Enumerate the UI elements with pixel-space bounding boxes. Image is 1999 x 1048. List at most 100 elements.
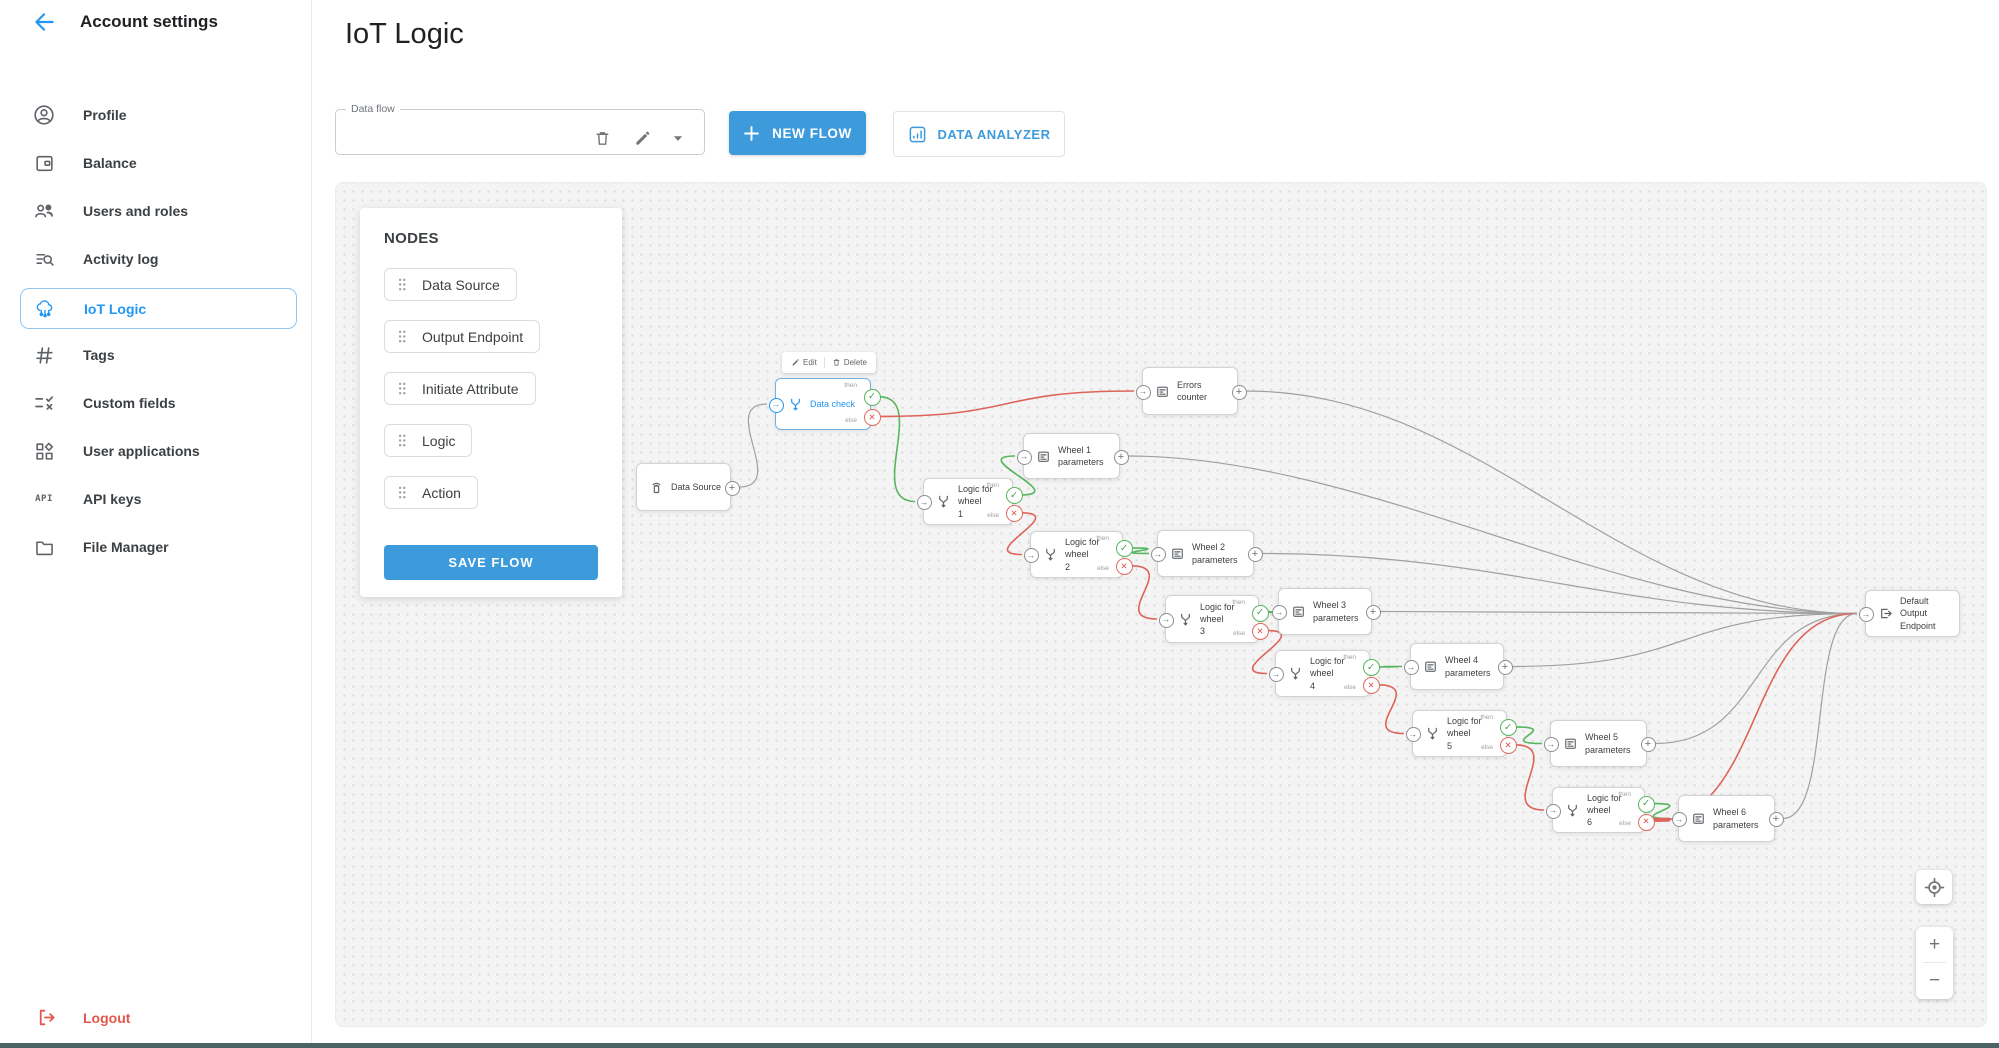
- palette-item-output-endpoint[interactable]: Output Endpoint: [384, 320, 541, 353]
- palette-item-logic[interactable]: Logic: [384, 424, 473, 457]
- zoom-in-button[interactable]: +: [1928, 933, 1941, 955]
- flow-node-label: Data check: [810, 398, 856, 409]
- fit-view-button[interactable]: [1916, 870, 1952, 904]
- in-port[interactable]: →: [1158, 612, 1174, 628]
- flow-node-wheel-3-params[interactable]: Wheel 3 parameters→+: [1271, 588, 1381, 635]
- in-port[interactable]: →: [916, 495, 932, 510]
- flow-node-errors-counter[interactable]: Errors counter→+: [1135, 367, 1247, 415]
- out-port[interactable]: +: [724, 480, 740, 496]
- flow-node-data-check[interactable]: Data check→✓then✕else: [768, 378, 881, 430]
- flow-node-logic-wheel-6[interactable]: Logic for wheel 6→✓then✕else: [1545, 787, 1655, 833]
- else-port[interactable]: ✕: [1115, 558, 1133, 576]
- in-port[interactable]: →: [1671, 812, 1687, 827]
- flow-node-wheel-4-params[interactable]: Wheel 4 parameters → +: [1403, 643, 1513, 690]
- out-port[interactable]: +: [1113, 449, 1129, 465]
- delete-flow-icon[interactable]: [590, 126, 614, 150]
- in-port[interactable]: →: [768, 397, 784, 413]
- sidebar-item-label: IoT Logic: [84, 300, 147, 317]
- else-port[interactable]: ✕: [1005, 505, 1023, 523]
- then-port[interactable]: ✓: [1251, 604, 1269, 622]
- else-port[interactable]: ✕: [1362, 677, 1380, 695]
- tag-icon: [33, 344, 55, 366]
- sidebar-item-user-applications[interactable]: User applications: [0, 427, 296, 475]
- in-port[interactable]: →: [1016, 449, 1032, 465]
- else-port[interactable]: ✕: [1637, 813, 1655, 831]
- drag-handle-icon: [397, 433, 407, 448]
- flow-node-wheel-5-params[interactable]: Wheel 5 parameters→+: [1543, 720, 1656, 767]
- palette-item-initiate-attribute[interactable]: Initiate Attribute: [384, 372, 536, 405]
- then-port[interactable]: ✓: [1362, 659, 1380, 677]
- out-port[interactable]: +: [1231, 384, 1247, 400]
- flow-node-default-output[interactable]: Default Output Endpoint→: [1858, 590, 1960, 637]
- sidebar-item-profile[interactable]: Profile: [0, 91, 296, 139]
- in-port[interactable]: →: [1023, 548, 1039, 563]
- then-port[interactable]: ✓: [1637, 796, 1655, 814]
- sidebar-item-iot-logic[interactable]: IoT Logic: [20, 288, 297, 329]
- logout-icon: [36, 1007, 58, 1029]
- in-port[interactable]: →: [1271, 605, 1287, 620]
- flow-node-wheel-6-params[interactable]: Wheel 6 parameters→+: [1671, 795, 1784, 842]
- flow-node-logic-wheel-4[interactable]: Logic for wheel 4→✓then✕else: [1268, 650, 1380, 697]
- save-flow-button[interactable]: SAVE FLOW: [384, 545, 598, 580]
- logic-node-icon: [1566, 804, 1579, 817]
- palette-item-data-source[interactable]: Data Source: [384, 268, 517, 301]
- sidebar-item-custom-fields[interactable]: Custom fields: [0, 379, 296, 427]
- dataflow-input[interactable]: [350, 127, 574, 145]
- then-port[interactable]: ✓: [1005, 487, 1023, 505]
- out-port[interactable]: +: [1247, 547, 1263, 562]
- in-port[interactable]: →: [1135, 384, 1151, 400]
- flow-node-wheel-2-params[interactable]: Wheel 2 parameters→+: [1150, 530, 1263, 577]
- out-port[interactable]: +: [1365, 605, 1381, 620]
- else-port[interactable]: ✕: [863, 408, 881, 426]
- sidebar-item-users-and-roles[interactable]: Users and roles: [0, 187, 296, 235]
- flow-node-data-source[interactable]: Data Source+: [636, 463, 740, 511]
- out-port[interactable]: +: [1768, 812, 1784, 827]
- zoom-out-button[interactable]: −: [1928, 969, 1941, 991]
- in-port[interactable]: →: [1543, 737, 1559, 752]
- flow-node-logic-wheel-3[interactable]: Logic for wheel 3→✓then✕else: [1158, 595, 1269, 643]
- sidebar-item-activity-log[interactable]: Activity log: [0, 235, 296, 283]
- then-port[interactable]: ✓: [1115, 540, 1133, 558]
- dropdown-caret-icon[interactable]: [666, 126, 690, 150]
- flow-node-logic-wheel-5[interactable]: Logic for wheel 5→✓then✕else: [1405, 710, 1517, 757]
- flow-node-label: Logic for wheel 1: [958, 484, 993, 519]
- palette-item-label: Data Source: [422, 276, 500, 293]
- flow-node-wheel-1-params[interactable]: Wheel 1 parameters → +: [1016, 433, 1129, 479]
- then-port[interactable]: ✓: [1499, 719, 1517, 737]
- trash-icon: [833, 359, 840, 366]
- in-port[interactable]: →: [1403, 660, 1419, 675]
- in-port[interactable]: →: [1858, 607, 1874, 622]
- in-port[interactable]: →: [1405, 727, 1421, 742]
- sidebar-item-tags[interactable]: Tags: [0, 331, 296, 379]
- else-port[interactable]: ✕: [1251, 623, 1269, 641]
- new-flow-button[interactable]: NEW FLOW: [729, 111, 866, 155]
- flow-node-label: Wheel 4 parameters: [1445, 655, 1491, 678]
- flow-node-logic-wheel-1[interactable]: Logic for wheel 1→✓then✕else: [916, 478, 1023, 525]
- out-port[interactable]: +: [1497, 660, 1513, 675]
- data-analyzer-button[interactable]: DATA ANALYZER: [893, 111, 1065, 157]
- sidebar-item-file-manager[interactable]: File Manager: [0, 523, 296, 571]
- else-port[interactable]: ✕: [1499, 737, 1517, 755]
- logout-button[interactable]: Logout: [0, 994, 296, 1042]
- sidebar-item-label: Tags: [83, 347, 115, 363]
- apps-icon: [33, 440, 55, 462]
- attr-node-icon: [1424, 660, 1437, 673]
- flow-node-label: Logic for wheel 5: [1447, 716, 1482, 751]
- node-edit-button[interactable]: Edit: [791, 358, 817, 367]
- sidebar-title: Account settings: [80, 12, 218, 31]
- edit-flow-icon[interactable]: [630, 126, 654, 150]
- in-port[interactable]: →: [1545, 803, 1561, 819]
- nodes-panel-title: NODES: [384, 230, 439, 247]
- back-arrow-icon[interactable]: [31, 9, 57, 35]
- in-port[interactable]: →: [1268, 667, 1284, 682]
- flow-node-label: Wheel 1 parameters: [1058, 444, 1104, 467]
- sidebar-item-balance[interactable]: Balance: [0, 139, 296, 187]
- then-port[interactable]: ✓: [863, 389, 881, 407]
- palette-item-action[interactable]: Action: [384, 476, 478, 509]
- node-delete-button[interactable]: Delete: [832, 358, 867, 367]
- flow-node-logic-wheel-2[interactable]: Logic for wheel 2→✓then✕else: [1023, 531, 1133, 578]
- out-port[interactable]: +: [1640, 737, 1656, 752]
- then-port-label: then: [1480, 714, 1493, 721]
- in-port[interactable]: →: [1150, 547, 1166, 562]
